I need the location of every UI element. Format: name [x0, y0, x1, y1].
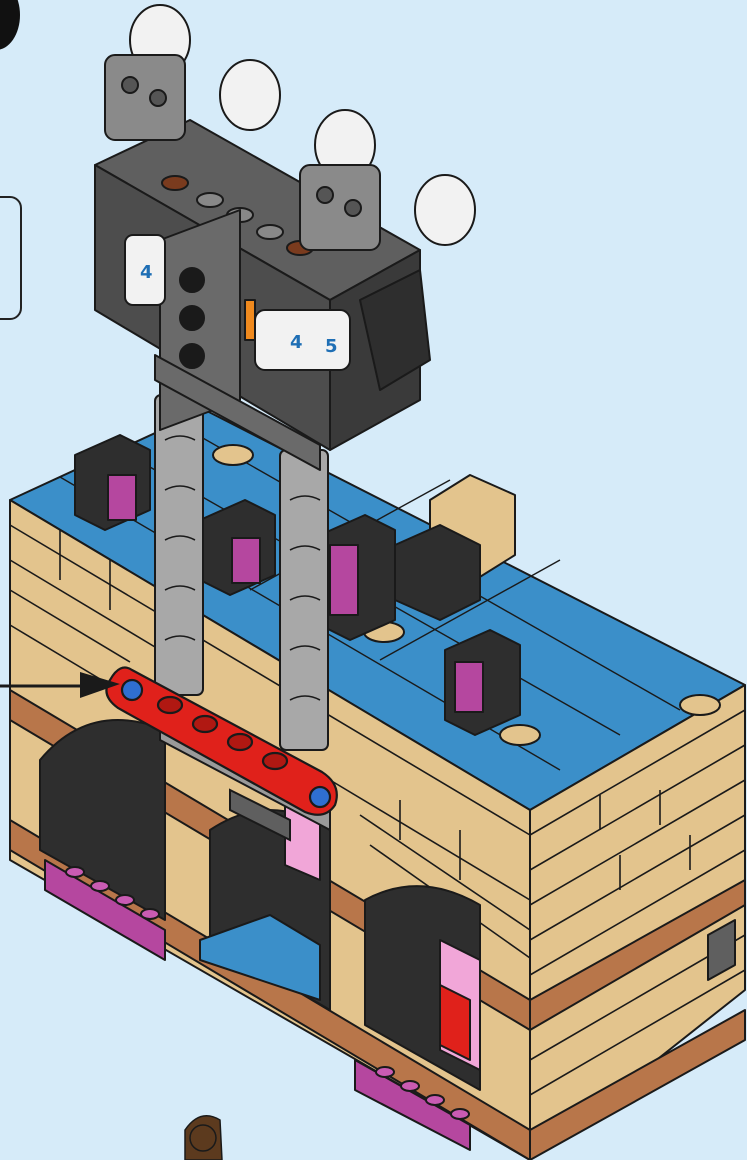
lamp-disc-2 — [220, 60, 280, 130]
center-plate-holes — [180, 268, 204, 368]
cylinder-left-label: 4 — [140, 262, 153, 283]
tan-round-plate-3 — [680, 695, 720, 715]
cylinder-right-label-2: 5 — [325, 336, 338, 357]
cylinder-right-label-1: 4 — [290, 332, 303, 353]
pole-left — [155, 395, 203, 695]
blue-pin-right — [310, 787, 330, 807]
lamp-clip-left — [105, 55, 185, 140]
tan-round-plate-4 — [500, 725, 540, 745]
blue-pin-left — [122, 680, 142, 700]
minifigure-head — [185, 1116, 222, 1160]
orange-pin — [245, 300, 255, 340]
lamp-disc-4 — [415, 175, 475, 245]
base-building — [10, 410, 745, 1160]
pole-right — [280, 450, 328, 750]
black-brick-cluster — [395, 525, 480, 620]
tan-round-plate-1 — [213, 445, 253, 465]
lamp-clip-right — [300, 165, 380, 250]
